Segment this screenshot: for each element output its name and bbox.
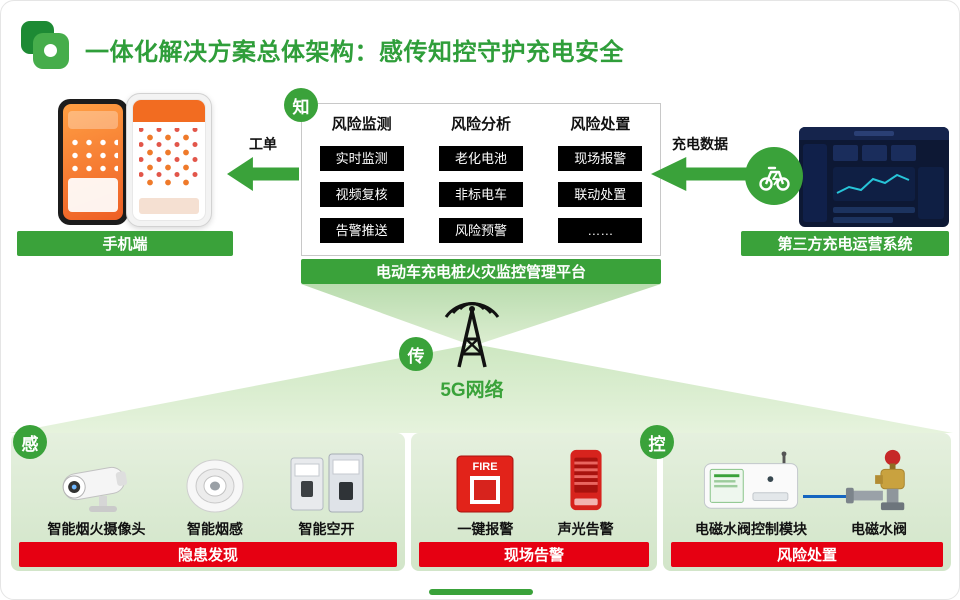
platform-item: 非标电车 — [438, 182, 523, 207]
dashboard-chart — [833, 167, 915, 201]
dashboard-sidebar — [803, 144, 827, 222]
device-label: 智能空开 — [298, 521, 355, 537]
section-label-bar: 隐患发现 — [19, 542, 397, 567]
device-label: 电磁水阀 — [851, 521, 907, 537]
valve-control-module-icon — [703, 451, 799, 509]
app-banner — [68, 111, 118, 129]
section-risk-disposal: 电磁水阀控制模块 电磁水阀 风险处置 — [663, 433, 951, 571]
dashboard-row-shape — [833, 207, 915, 213]
device-solenoid-valve: 电磁水阀 — [837, 446, 921, 539]
platform-item: 实时监测 — [319, 146, 404, 171]
platform-column-monitoring: 风险监测 实时监测 视频复核 告警推送 — [302, 113, 421, 255]
device-label: 一键报警 — [457, 521, 514, 537]
dashboard-right-panel — [918, 167, 944, 219]
platform-item: 老化电池 — [438, 146, 523, 171]
platform-item: 告警推送 — [319, 218, 404, 243]
section-label-bar: 风险处置 — [671, 542, 943, 567]
platform-item: 风险预警 — [438, 218, 523, 243]
workorder-arrow-icon — [227, 157, 299, 191]
dashboard-stat-card — [862, 145, 887, 161]
platform-column-disposal: 风险处置 现场报警 联动处置 …… — [541, 113, 660, 255]
platform-item: 联动处置 — [558, 182, 643, 207]
solenoid-valve-icon — [845, 449, 905, 511]
fire-call-point-icon: FIRE — [456, 455, 514, 513]
app-icon-grid — [139, 128, 199, 186]
workorder-arrow-label: 工单 — [249, 136, 277, 152]
ebike-icon — [745, 147, 803, 205]
app-icon-grid — [68, 136, 118, 176]
device-row: FIRE 一键报警 声光告警 — [413, 439, 655, 539]
phone-left-screen — [63, 104, 123, 220]
dashboard-stat-card — [891, 145, 916, 161]
ebike-glyph — [759, 166, 790, 191]
device-smart-breaker: 智能空开 — [285, 450, 369, 539]
third-party-dashboard — [799, 127, 949, 227]
device-strobe-alarm: 声光告警 — [558, 446, 614, 539]
know-badge: 知 — [284, 88, 318, 122]
transmit-badge: 传 — [399, 337, 433, 371]
sense-badge: 感 — [13, 425, 47, 459]
device-row: 智能烟火摄像头 智能烟感 — [13, 439, 403, 539]
device-smart-camera: 智能烟火摄像头 — [48, 454, 146, 539]
fire-text: FIRE — [473, 461, 498, 473]
device-label: 声光告警 — [557, 521, 614, 537]
phone-right-screen — [132, 99, 206, 221]
device-label: 智能烟火摄像头 — [47, 521, 146, 537]
device-row: 电磁水阀控制模块 电磁水阀 — [665, 439, 949, 539]
section-label-bar: 现场告警 — [419, 542, 649, 567]
valve-cable — [803, 495, 849, 498]
network-label: 5G网络 — [440, 380, 504, 401]
phone-left — [58, 99, 128, 225]
phone-right — [126, 93, 212, 227]
platform-item: 视频复核 — [319, 182, 404, 207]
dashboard-row-shape — [833, 217, 893, 223]
antenna-icon — [444, 302, 500, 368]
platform-item: …… — [558, 218, 643, 243]
bottom-accent-line — [429, 589, 533, 595]
device-smoke-detector: 智能烟感 — [180, 454, 250, 539]
third-party-label-bar: 第三方充电运营系统 — [741, 231, 949, 256]
app-header-bar — [133, 100, 205, 122]
platform-item: 现场报警 — [558, 146, 643, 171]
camera-icon — [62, 466, 127, 512]
smoke-detector-icon — [186, 459, 244, 513]
charging-data-arrow-icon — [651, 157, 749, 191]
logo-icon — [21, 21, 69, 69]
logo-dot-shape — [44, 44, 57, 57]
mobile-label-bar: 手机端 — [17, 231, 233, 256]
monitoring-platform-panel: 风险监测 实时监测 视频复核 告警推送 风险分析 老化电池 非标电车 风险预警 … — [301, 103, 661, 256]
circuit-breaker-icon — [290, 453, 363, 513]
app-footer-bar — [139, 198, 199, 214]
sparkline-icon — [836, 173, 910, 194]
control-badge: 控 — [640, 425, 674, 459]
dashboard-title-shape — [854, 131, 894, 136]
charging-data-arrow-label: 充电数据 — [672, 136, 728, 152]
column-header: 风险处置 — [570, 116, 631, 133]
device-label: 电磁水阀控制模块 — [695, 521, 807, 537]
device-fire-call-point: FIRE 一键报警 — [454, 452, 516, 539]
section-hazard-discovery: 智能烟火摄像头 智能烟感 — [11, 433, 405, 571]
device-label: 智能烟感 — [187, 521, 243, 537]
section-onsite-alarm: FIRE 一键报警 声光告警 现场告警 — [411, 433, 657, 571]
device-valve-control-module: 电磁水阀控制模块 — [693, 450, 809, 539]
platform-label-bar: 电动车充电桩火灾监控管理平台 — [301, 259, 661, 284]
column-header: 风险分析 — [450, 116, 511, 133]
strobe-alarm-icon — [570, 449, 602, 511]
platform-column-analysis: 风险分析 老化电池 非标电车 风险预警 — [421, 113, 540, 255]
page-title: 一体化解决方案总体架构：感传知控守护充电安全 — [85, 39, 624, 66]
column-header: 风险监测 — [331, 116, 392, 133]
mobile-devices — [56, 93, 226, 231]
dashboard-stat-card — [833, 145, 858, 161]
app-card — [68, 178, 118, 212]
